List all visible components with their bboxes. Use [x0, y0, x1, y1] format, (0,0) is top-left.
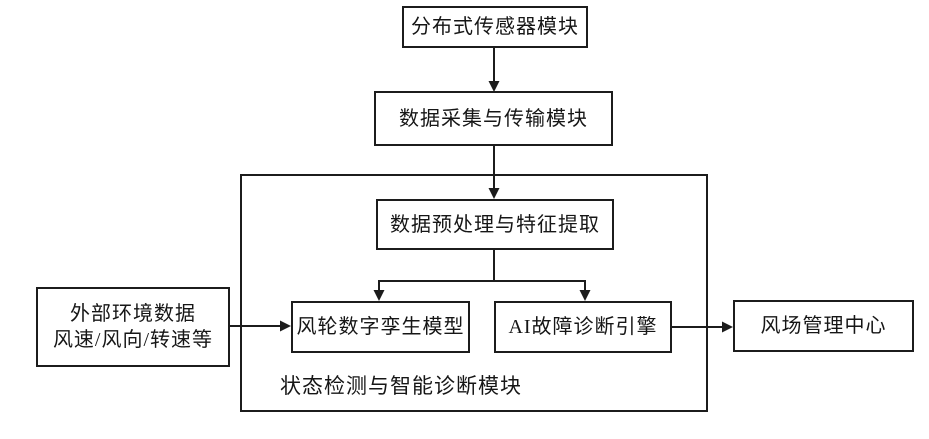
node-distributed-sensor-module-label: 分布式传感器模块 — [411, 16, 579, 38]
node-wind-farm-management-center-label: 风场管理中心 — [760, 315, 887, 337]
node-distributed-sensor-module: 分布式传感器模块 — [402, 6, 588, 48]
node-external-environment-data-label-line1: 外部环境数据 — [70, 303, 196, 325]
arrow-ai-to-management — [672, 321, 733, 333]
node-data-preprocessing-feature-extraction: 数据预处理与特征提取 — [376, 199, 614, 250]
group-label: 状态检测与智能诊断模块 — [280, 374, 522, 398]
group-condition-detection-diagnosis-module: 状态检测与智能诊断模块 — [240, 174, 708, 412]
node-rotor-digital-twin-model: 风轮数字孪生模型 — [291, 301, 470, 353]
node-rotor-digital-twin-model-label: 风轮数字孪生模型 — [296, 316, 465, 338]
connector-preprocess-split — [373, 250, 591, 301]
arrow-external-to-twin — [230, 320, 291, 332]
arrow-sensor-to-acquisition — [488, 48, 500, 92]
node-data-acquisition-transmission-module: 数据采集与传输模块 — [374, 91, 613, 146]
node-wind-farm-management-center: 风场管理中心 — [733, 300, 914, 352]
node-external-environment-data-label-line2: 风速/风向/转速等 — [52, 329, 214, 351]
node-data-preprocessing-feature-extraction-label: 数据预处理与特征提取 — [390, 213, 600, 236]
arrow-acquisition-to-preprocess — [488, 146, 500, 199]
node-data-acquisition-transmission-module-label: 数据采集与传输模块 — [399, 107, 588, 130]
node-ai-fault-diagnosis-engine-label: AI故障诊断引擎 — [508, 316, 658, 338]
node-ai-fault-diagnosis-engine: AI故障诊断引擎 — [494, 301, 672, 353]
node-external-environment-data: 外部环境数据 风速/风向/转速等 — [36, 287, 230, 367]
